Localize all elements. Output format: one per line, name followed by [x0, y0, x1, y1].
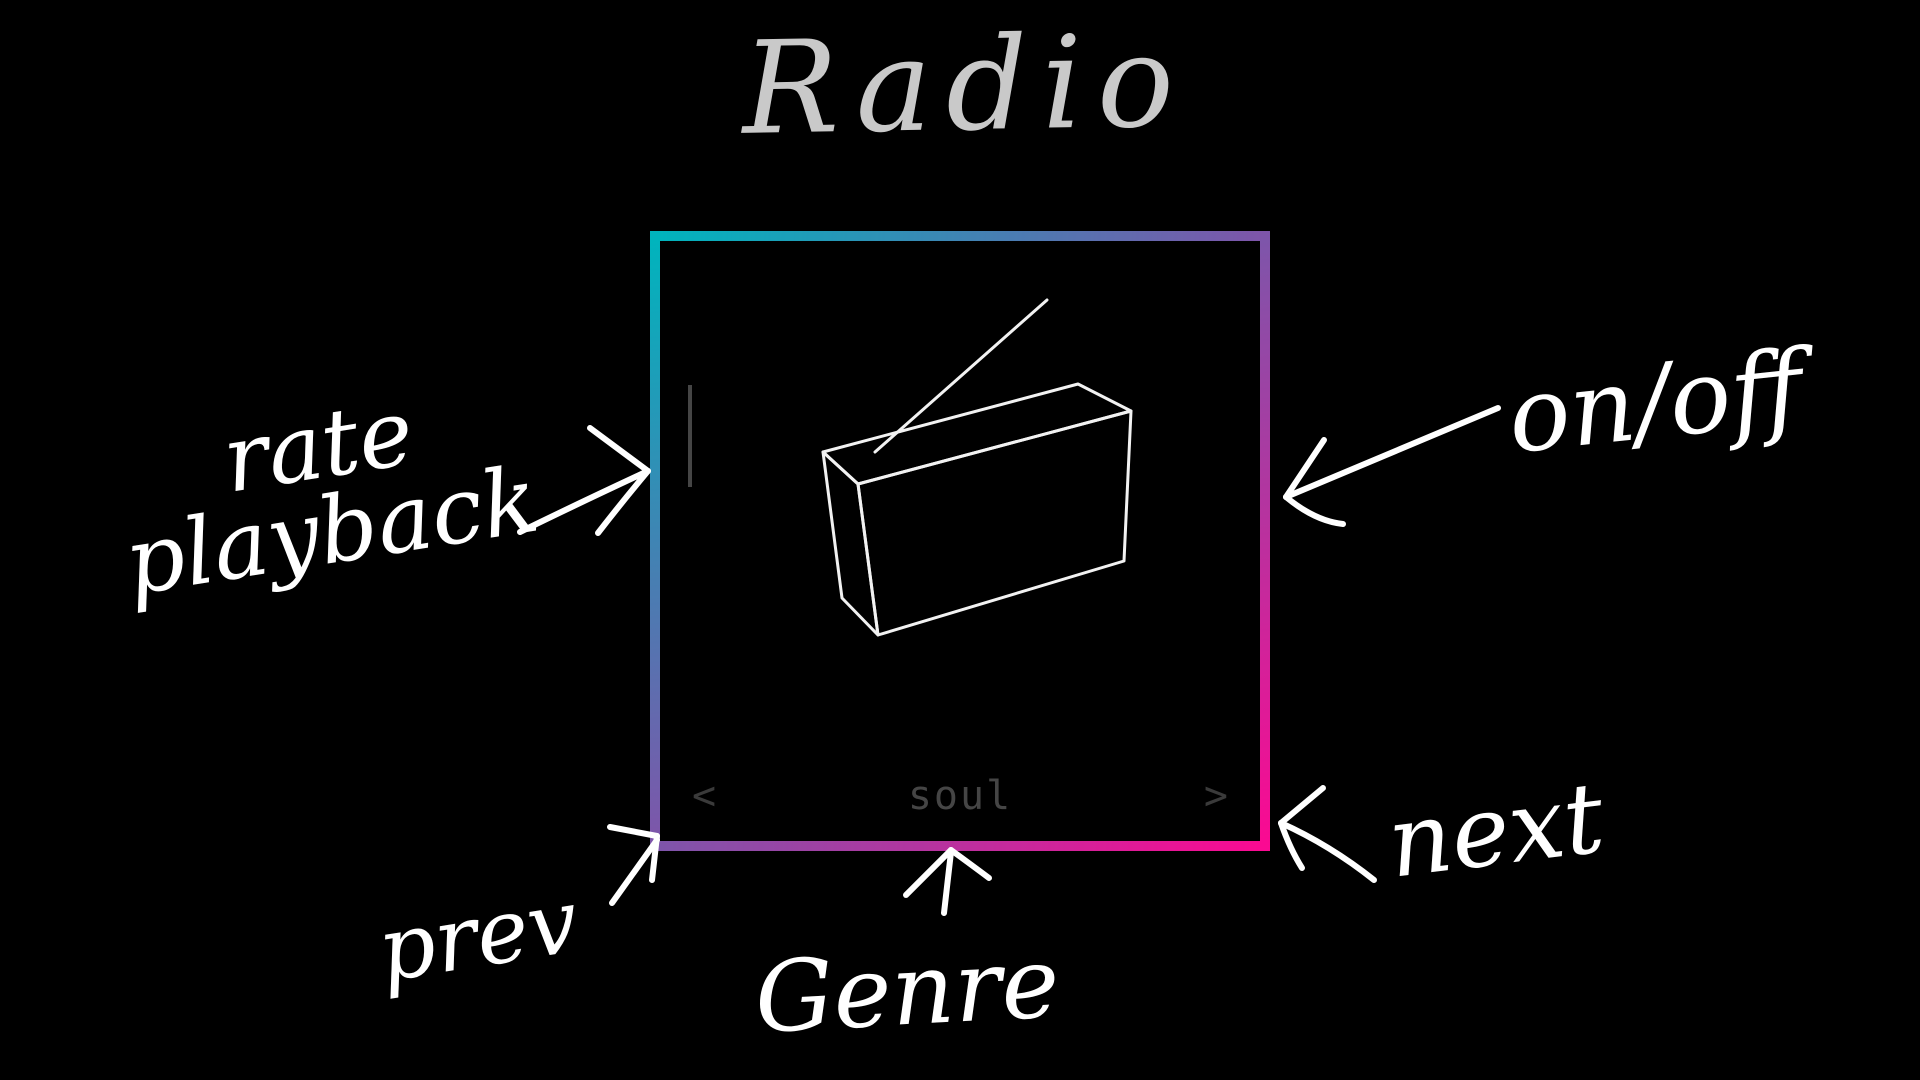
- genre-selector: < soul >: [660, 771, 1260, 821]
- genre-prev-button[interactable]: <: [692, 773, 717, 819]
- annotation-on-off: on/off: [1502, 327, 1809, 478]
- next-arrow: [1278, 785, 1377, 883]
- radio-front-face: [856, 409, 1133, 637]
- annotation-next: next: [1381, 761, 1610, 901]
- radio-illustration: [821, 298, 1133, 637]
- genre-arrow: [903, 847, 992, 916]
- radio-top-face: [821, 382, 1133, 486]
- radio-card[interactable]: < soul >: [650, 231, 1270, 851]
- radio-antenna-line: [873, 298, 1049, 454]
- genre-current-label[interactable]: soul: [907, 773, 1013, 819]
- on-off-arrow: [1283, 405, 1501, 527]
- genre-next-button[interactable]: >: [1203, 773, 1228, 819]
- playback-rate-slider[interactable]: [688, 385, 692, 487]
- annotation-rate-playback: rate playback: [64, 362, 586, 616]
- page-title: Radio: [740, 7, 1190, 164]
- annotation-prev: prev: [371, 868, 585, 1003]
- annotation-genre: Genre: [752, 926, 1063, 1056]
